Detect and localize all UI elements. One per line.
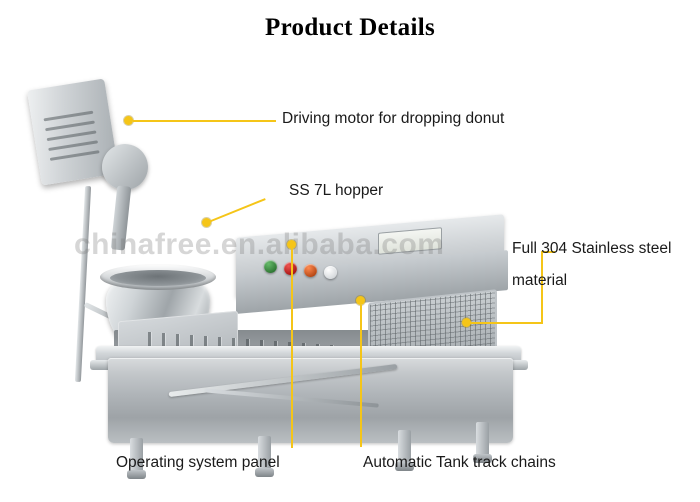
callout-line-driving-motor xyxy=(133,120,276,122)
callout-line-stainless-v xyxy=(541,252,543,324)
control-knob-orange xyxy=(304,264,317,277)
support-rod-left xyxy=(74,185,92,383)
callout-line-track-chains xyxy=(360,305,362,447)
hopper-opening xyxy=(110,270,206,286)
callout-line-stainless-h1 xyxy=(470,322,542,324)
callout-dot-stainless xyxy=(462,318,471,327)
page-title: Product Details xyxy=(265,14,435,41)
machine-leg xyxy=(476,422,489,456)
product-photo xyxy=(18,78,528,479)
callout-label-operating-panel: Operating system panel xyxy=(116,454,280,471)
motor-gearbox xyxy=(102,144,148,190)
machine-foot xyxy=(395,462,414,471)
callout-line-operating-panel xyxy=(291,249,293,447)
callout-label-driving-motor: Driving motor for dropping donut xyxy=(282,110,505,127)
machine-foot xyxy=(473,454,492,463)
callout-line-operating-panel-h xyxy=(291,446,293,448)
callout-label-stainless-line1: Full 304 Stainless steel xyxy=(512,240,672,257)
machine-foot xyxy=(127,470,146,479)
motor-drop-arm xyxy=(110,185,132,251)
callout-label-stainless-line2: material xyxy=(512,272,568,289)
control-knob-white xyxy=(324,266,337,279)
machine-leg xyxy=(130,438,143,472)
callout-label-track-chains: Automatic Tank track chains xyxy=(363,454,556,471)
callout-dot-driving-motor xyxy=(124,116,133,125)
callout-line-stainless-h2 xyxy=(541,251,555,253)
callout-dot-track-chains xyxy=(356,296,365,305)
machine-leg xyxy=(398,430,411,464)
machine-leg xyxy=(258,436,271,470)
callout-dot-operating-panel xyxy=(287,240,296,249)
control-knob-green xyxy=(264,260,277,273)
callout-label-hopper: SS 7L hopper xyxy=(289,182,384,199)
control-knob-red xyxy=(284,262,297,275)
machine-foot xyxy=(255,468,274,477)
